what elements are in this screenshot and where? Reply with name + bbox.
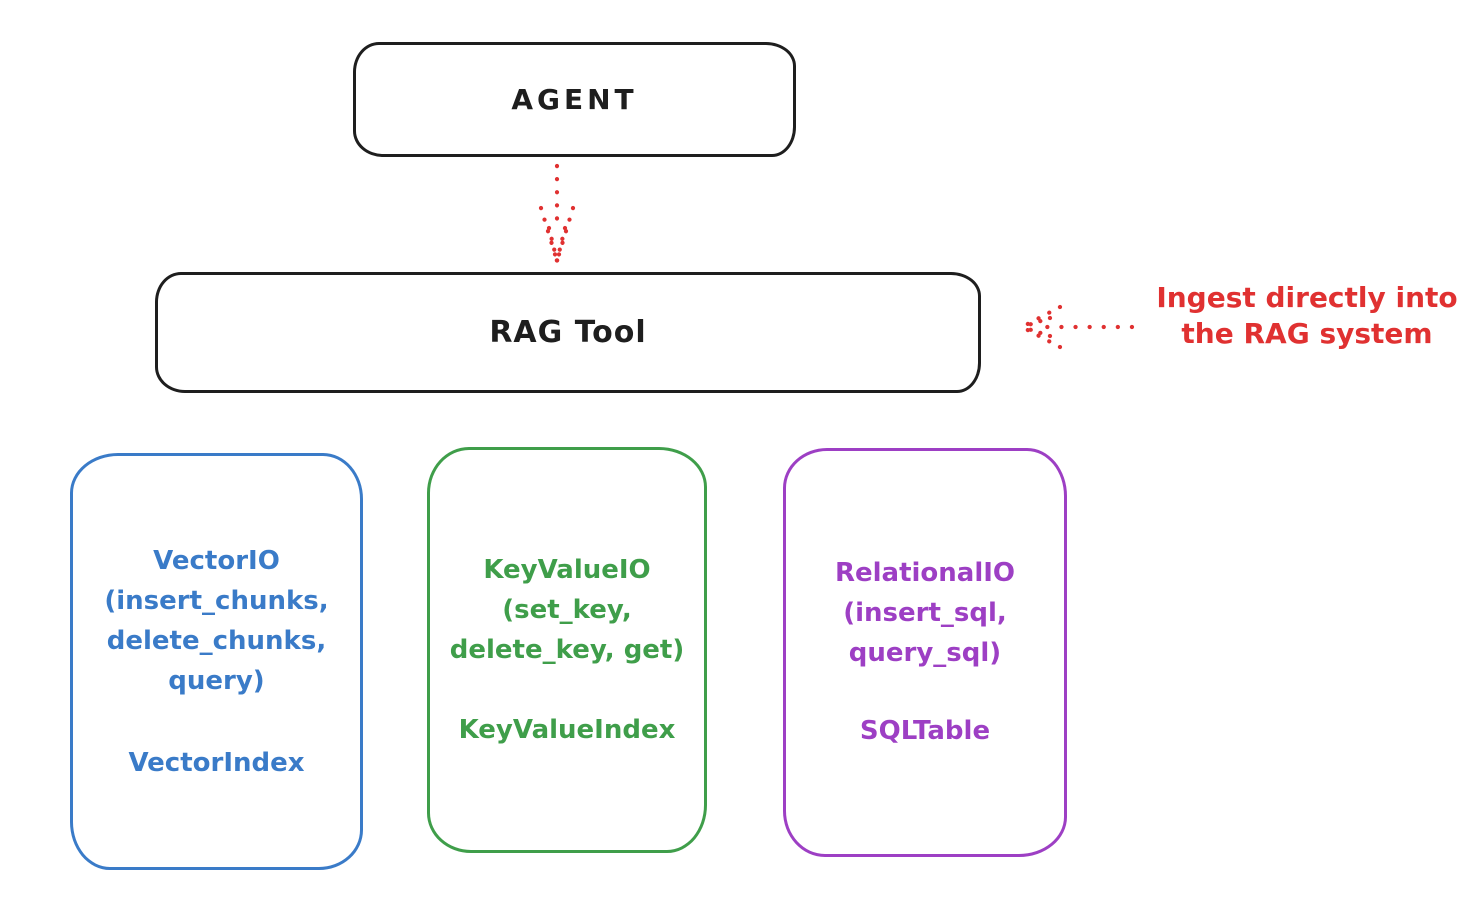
relational-io-node: RelationalIO (insert_sql, query_sql) SQL… <box>783 448 1067 857</box>
vector-io-node: VectorIO (insert_chunks, delete_chunks, … <box>70 453 363 870</box>
sql-table-label: SQLTable <box>859 716 991 746</box>
keyvalue-io-node: KeyValueIO (set_key, delete_key, get) Ke… <box>427 447 707 853</box>
agent-to-rag-arrow-icon <box>538 163 576 264</box>
agent-node: AGENT <box>353 42 796 157</box>
agent-label: AGENT <box>511 83 638 116</box>
keyvalue-io-label: KeyValueIO (set_key, delete_key, get) <box>449 555 685 665</box>
keyvalue-index-label: KeyValueIndex <box>458 715 676 745</box>
vector-io-label: VectorIO (insert_chunks, delete_chunks, … <box>104 546 329 696</box>
rag-tool-label: RAG Tool <box>489 315 647 350</box>
rag-tool-node: RAG Tool <box>155 272 981 393</box>
vector-index-label: VectorIndex <box>128 748 305 778</box>
ingest-annotation: Ingest directly into the RAG system <box>1156 281 1458 350</box>
ingest-arrow-icon <box>1019 304 1135 350</box>
relational-io-label: RelationalIO (insert_sql, query_sql) <box>834 558 1016 668</box>
